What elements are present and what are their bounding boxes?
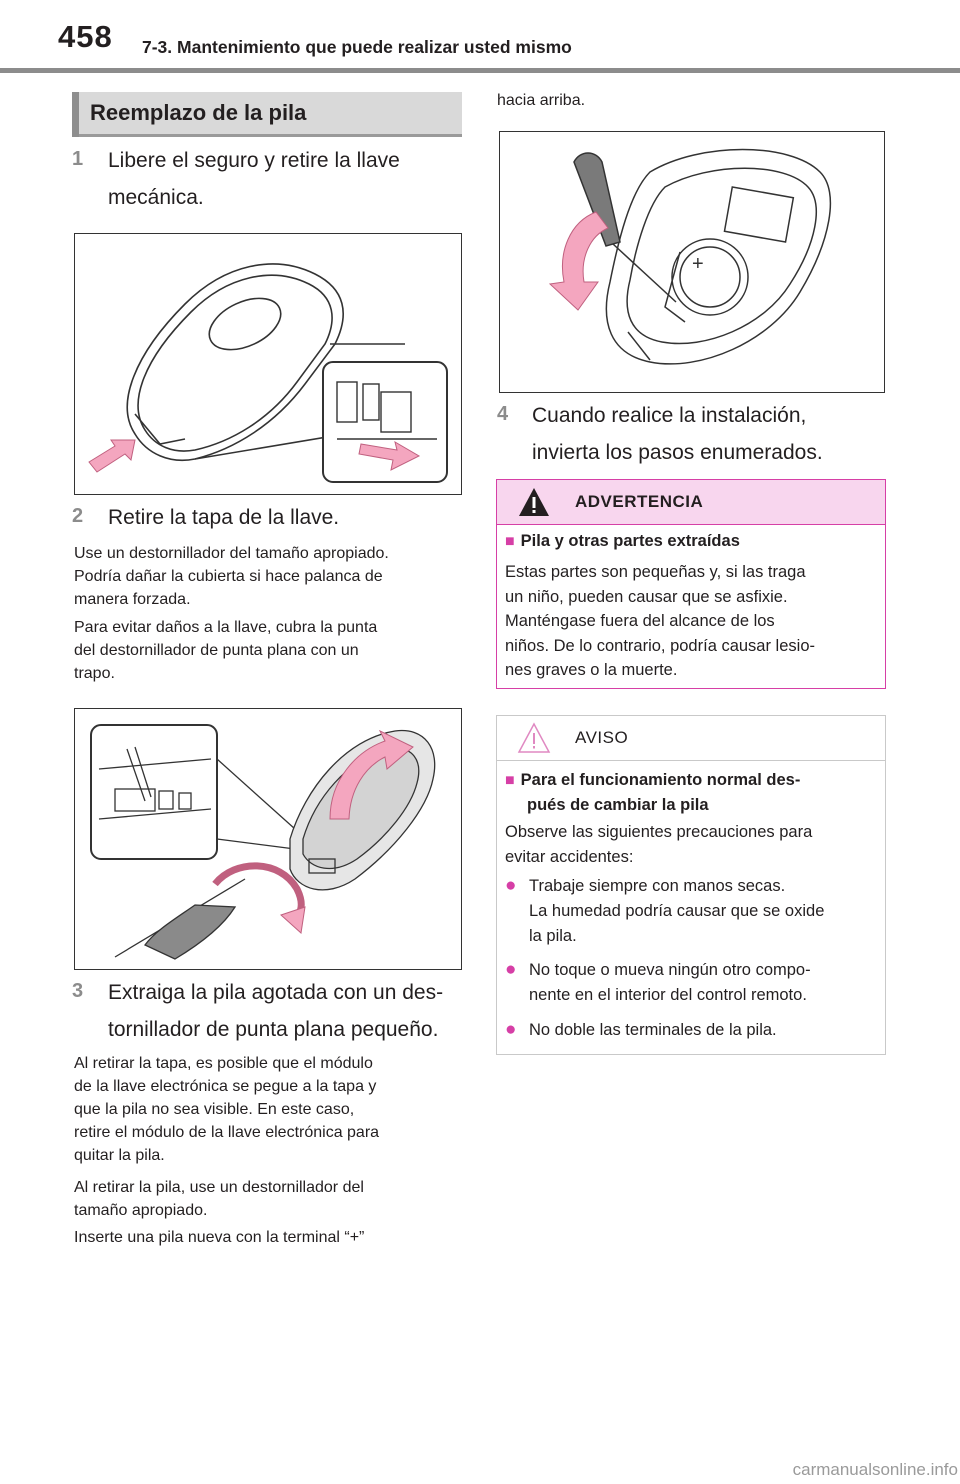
- step-2-note-2: Para evitar daños a la llave, cubra la p…: [74, 619, 378, 682]
- warning-header: ADVERTENCIA: [497, 480, 885, 525]
- watermark: carmanualsonline.info: [792, 1460, 958, 1479]
- step-3-line-1: Extraiga la pila agotada con un des-: [108, 981, 444, 1004]
- step-1-text: Libere el seguro y retire la llave mecán…: [108, 142, 400, 216]
- step-2-text: Retire la tapa de la llave.: [108, 506, 340, 529]
- step-4-text: Cuando realice la instalación, invierta …: [532, 397, 823, 471]
- notice-triangle-icon: [517, 722, 551, 753]
- step-3-note-3: Inserte una pila nueva con la terminal “…: [74, 1229, 365, 1246]
- step-2-number: 2: [72, 505, 84, 527]
- warning-box: ADVERTENCIA ■Pila y otras partes extraíd…: [496, 479, 886, 689]
- step-1-number: 1: [72, 148, 84, 170]
- battery-extract-illustration: +: [548, 148, 832, 365]
- section-heading-text: Reemplazo de la pila: [90, 100, 307, 125]
- notice-bullet-3: ● No doble las terminales de la pila.: [505, 1019, 777, 1040]
- step-4-line-1: Cuando realice la instalación,: [532, 404, 807, 427]
- warning-subheading: ■Pila y otras partes extraídas: [505, 532, 740, 550]
- pry-cover-illustration: [90, 724, 436, 960]
- figure-remove-cover: [74, 708, 462, 970]
- square-bullet-icon: ■: [505, 533, 515, 550]
- circle-bullet-icon: ●: [505, 875, 517, 896]
- chapter-title: 7-3. Mantenimiento que puede realizar us…: [142, 37, 572, 57]
- step-3-line-2: tornillador de punta plana pequeño.: [108, 1018, 439, 1041]
- section-heading: Reemplazo de la pila: [72, 92, 462, 137]
- figure-release-mechanical-key: [74, 233, 462, 495]
- step-4-number: 4: [497, 403, 509, 425]
- notice-header: AVISO: [497, 716, 885, 761]
- figure-extract-battery: +: [499, 131, 885, 393]
- square-bullet-icon: ■: [505, 772, 515, 789]
- notice-subheading: ■Para el funcionamiento normal des- pués…: [505, 771, 801, 814]
- notice-intro: Observe las siguientes precauciones para…: [505, 823, 813, 866]
- notice-box: AVISO ■Para el funcionamiento normal des…: [496, 715, 886, 1055]
- warning-title: ADVERTENCIA: [575, 492, 704, 511]
- notice-title: AVISO: [575, 728, 629, 747]
- step-3-note-1: Al retirar la tapa, es posible que el mó…: [74, 1055, 380, 1164]
- circle-bullet-icon: ●: [505, 959, 517, 980]
- header-rule: [0, 68, 960, 73]
- step-1-line-2: mecánica.: [108, 186, 204, 209]
- step-4-line-2: invierta los pasos enumerados.: [532, 441, 823, 464]
- heading-bar: [72, 92, 79, 137]
- step-1-line-1: Libere el seguro y retire la llave: [108, 149, 400, 172]
- step-3-number: 3: [72, 980, 84, 1002]
- step-2-note-1: Use un destornillador del tamaño apropia…: [74, 545, 389, 608]
- step-3-note-2: Al retirar la pila, use un destornillado…: [74, 1179, 364, 1219]
- page-number: 458: [58, 19, 113, 54]
- continued-text: hacia arriba.: [497, 92, 586, 109]
- battery-plus-label: +: [692, 253, 704, 275]
- notice-bullet-1: ● Trabaje siempre con manos secas. La hu…: [505, 875, 825, 945]
- warning-body: Estas partes son pequeñas y, si las trag…: [505, 563, 815, 679]
- circle-bullet-icon: ●: [505, 1019, 517, 1040]
- warning-triangle-icon: [519, 488, 549, 516]
- step-3-text: Extraiga la pila agotada con un des- tor…: [108, 974, 443, 1048]
- notice-bullet-2: ● No toque o mueva ningún otro compo- ne…: [505, 959, 811, 1004]
- key-fob-illustration: [88, 263, 448, 483]
